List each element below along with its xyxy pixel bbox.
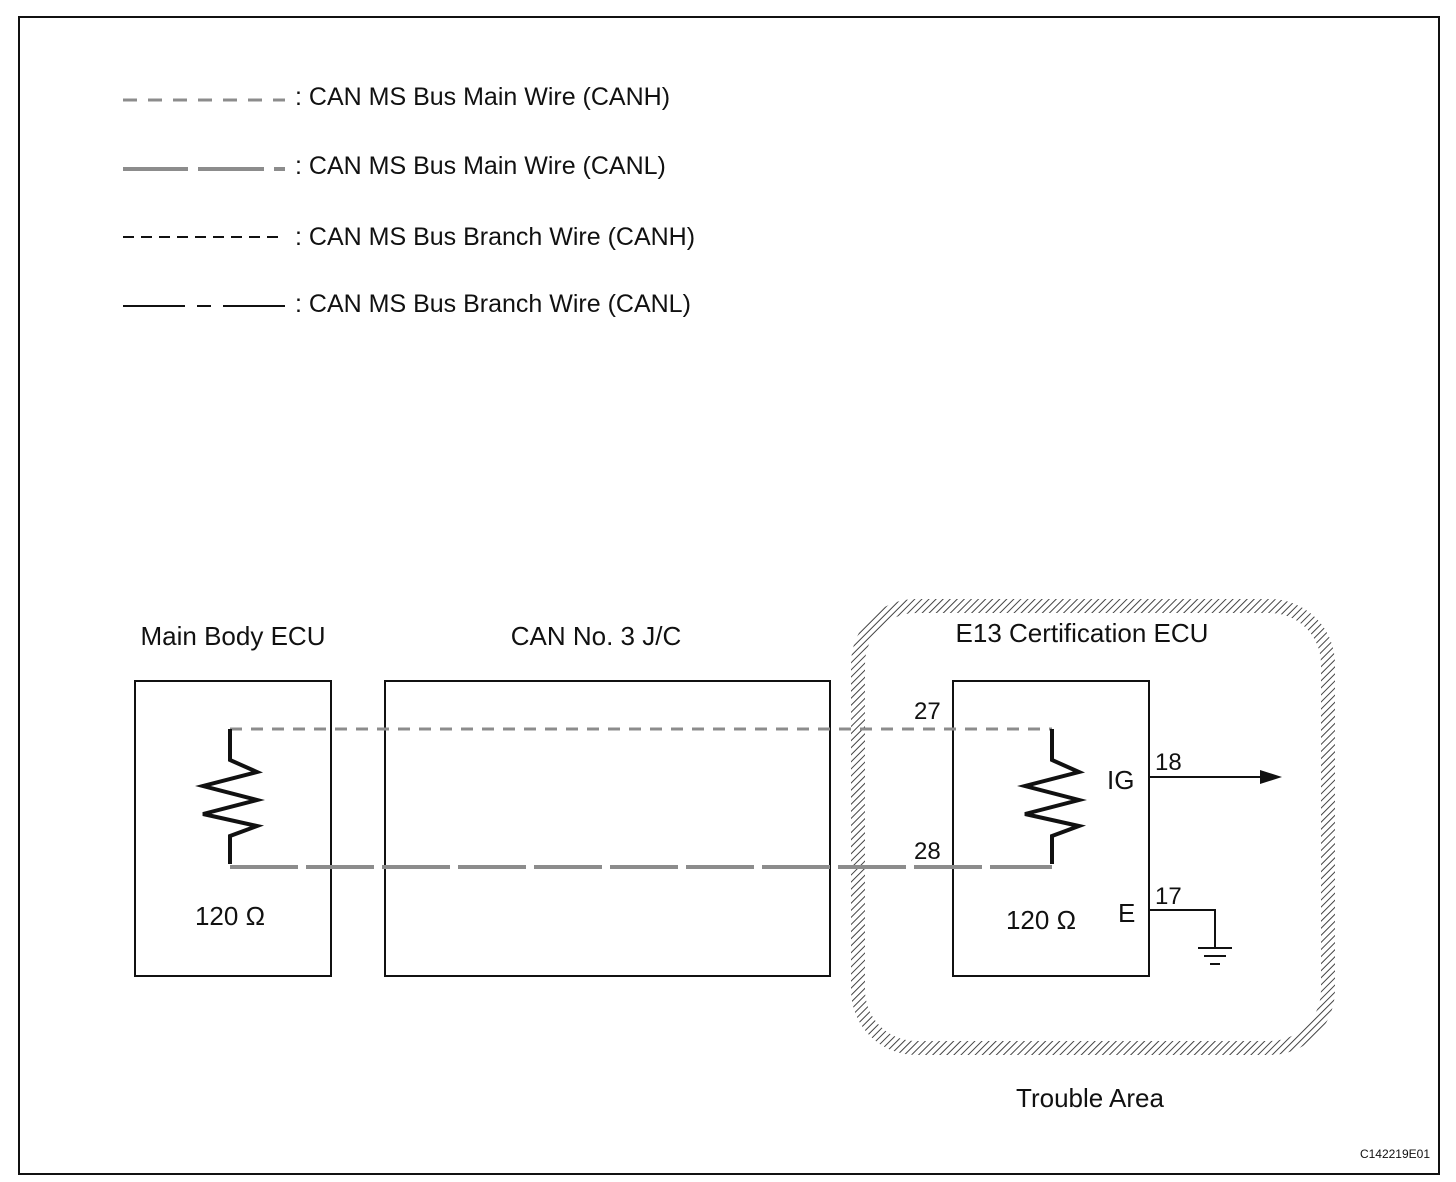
can-jc-title: CAN No. 3 J/C (511, 621, 682, 651)
terminating-resistor-main-body (195, 729, 265, 864)
legend: : CAN MS Bus Main Wire (CANH) : CAN MS B… (123, 83, 695, 318)
certification-ecu-title: E13 Certification ECU (956, 618, 1209, 648)
pin-27-label: 27 (914, 698, 941, 725)
legend-label-branch-canh: : CAN MS Bus Branch Wire (CANH) (295, 223, 695, 251)
ground-icon (1198, 947, 1232, 965)
certification-resistance-label: 120 Ω (1006, 905, 1076, 935)
terminating-resistor-certification (1017, 729, 1087, 864)
pin-18-label: 18 (1155, 749, 1182, 776)
ig-output-arrow-icon (1260, 770, 1282, 784)
figure-code: C142219E01 (1360, 1147, 1430, 1161)
pin-17-label: 17 (1155, 883, 1182, 910)
figure-frame (18, 16, 1440, 1175)
legend-label-main-canh: : CAN MS Bus Main Wire (CANH) (295, 83, 670, 111)
ground-wire (1150, 909, 1216, 947)
pin-ig-label: IG (1107, 765, 1134, 795)
trouble-area-label: Trouble Area (1016, 1083, 1164, 1113)
main-body-ecu-box (134, 680, 332, 977)
pin-e-label: E (1118, 898, 1135, 928)
main-body-resistance-label: 120 Ω (195, 901, 265, 931)
can-jc-box (384, 680, 831, 977)
pin-28-label: 28 (914, 838, 941, 865)
main-body-ecu-title: Main Body ECU (141, 621, 326, 651)
legend-label-main-canl: : CAN MS Bus Main Wire (CANL) (295, 152, 666, 180)
trouble-area-outline (851, 599, 1335, 1055)
legend-label-branch-canl: : CAN MS Bus Branch Wire (CANL) (295, 290, 691, 318)
